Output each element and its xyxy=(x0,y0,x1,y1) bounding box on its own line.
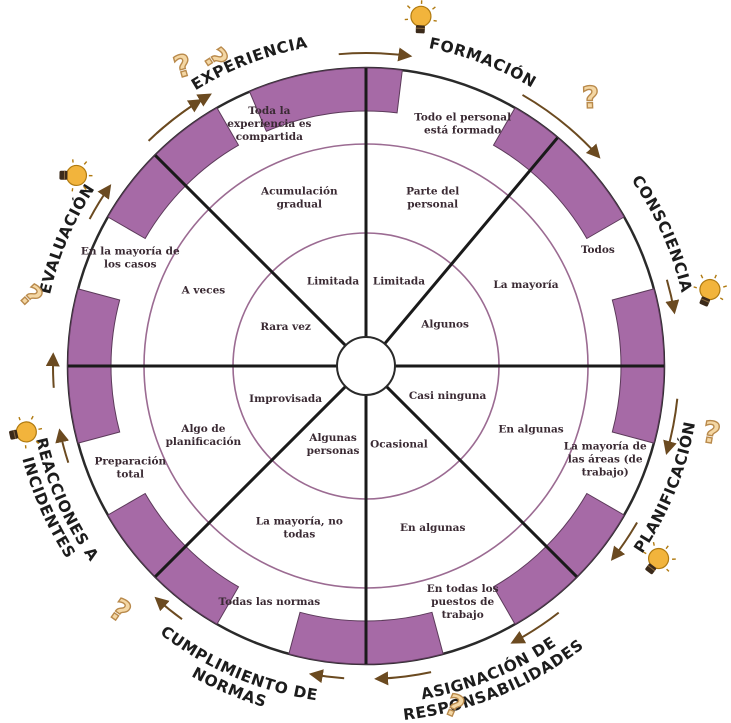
flow-arrow xyxy=(610,521,638,561)
flow-arrow xyxy=(374,671,432,686)
question-icon: ? xyxy=(581,81,600,117)
spoke-line xyxy=(154,385,347,578)
sector-tab-experiencia xyxy=(248,67,403,132)
flow-arrow xyxy=(45,352,60,388)
flow-arrows xyxy=(45,47,680,686)
level-text-asignacion-2: En algunas xyxy=(400,522,465,534)
question-icon: ? xyxy=(170,48,196,86)
flow-arrow xyxy=(663,398,679,455)
level-text-consciencia-2: La mayoría xyxy=(493,279,558,291)
spoke-line xyxy=(383,136,559,345)
lightbulb-icon xyxy=(693,274,727,307)
spoke-line xyxy=(154,154,347,347)
level-text-experiencia-1: Limitada xyxy=(307,275,359,287)
flow-arrow xyxy=(338,47,413,62)
flow-arrow xyxy=(88,184,112,220)
lightbulb-icon xyxy=(404,0,437,34)
level-text-evaluacion-2: A veces xyxy=(181,285,226,297)
flow-arrow xyxy=(665,279,680,315)
level-text-evaluacion-1: Rara vez xyxy=(260,321,311,333)
level-text-consciencia-3: Todos xyxy=(581,244,615,256)
level-text-planificacion-2: En algunas xyxy=(498,424,563,436)
question-icon: ? xyxy=(700,415,723,453)
question-icon: ? xyxy=(103,592,137,631)
lightbulb-icon xyxy=(643,541,676,575)
question-icon: ? xyxy=(12,278,49,315)
wheel xyxy=(66,66,666,666)
level-text-consciencia-1: Algunos xyxy=(420,318,469,330)
hub-circle xyxy=(336,336,396,396)
lightbulb-icon xyxy=(59,159,93,192)
level-text-cumplimiento-3: Todas las normas xyxy=(219,596,321,608)
flow-arrow xyxy=(55,428,70,464)
level-text-asignacion-1: Ocasional xyxy=(370,439,428,451)
level-text-planificacion-1: Casi ninguna xyxy=(409,390,487,402)
level-text-formacion-1: Limitada xyxy=(373,275,425,287)
level-text-reacciones-1: Improvisada xyxy=(249,393,322,405)
flow-arrow xyxy=(510,611,560,644)
flow-arrow xyxy=(308,669,345,684)
flow-arrow xyxy=(521,94,601,159)
flow-arrow xyxy=(155,93,212,135)
flow-arrow xyxy=(154,596,183,621)
spoke-line xyxy=(385,385,578,578)
lightbulb-icon xyxy=(9,415,43,449)
